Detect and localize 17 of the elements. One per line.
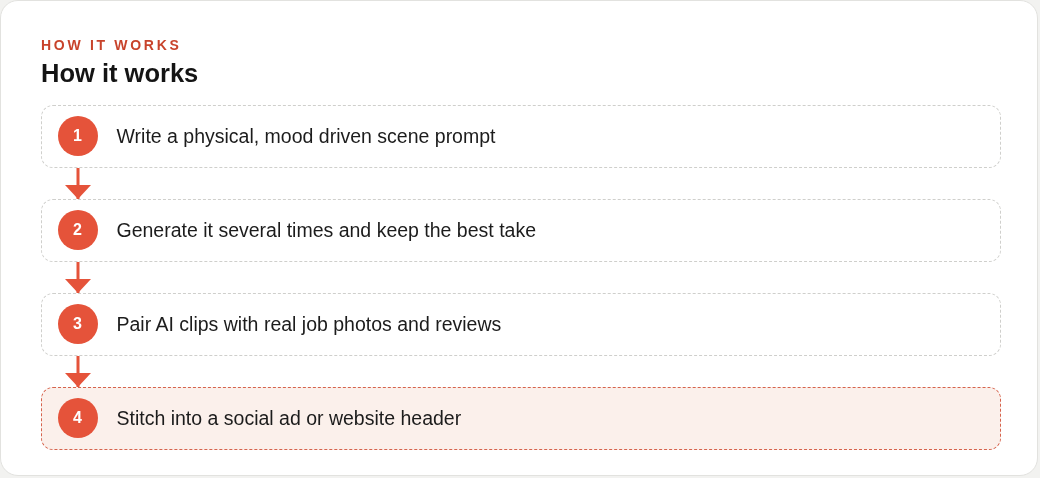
arrow — [65, 262, 91, 293]
section-title: How it works — [41, 58, 199, 88]
step-number: 1 — [57, 116, 98, 156]
step-text: Write a physical, mood driven scene prompt — [116, 124, 496, 148]
arrow — [65, 356, 91, 387]
step-card — [41, 105, 1001, 168]
arrow — [65, 168, 91, 199]
step-number: 2 — [57, 210, 98, 250]
step-card — [41, 293, 1001, 356]
step-text: Generate it several times and keep the best take — [116, 218, 536, 242]
step-card — [41, 387, 1001, 450]
step-text: Pair AI clips with real job photos and reviews — [116, 312, 502, 336]
step-card — [41, 199, 1001, 262]
step-number: 3 — [57, 304, 98, 344]
step-number: 4 — [57, 398, 98, 438]
eyebrow-label: HOW IT WORKS — [41, 37, 182, 54]
step-text: Stitch into a social ad or website header — [116, 406, 462, 430]
